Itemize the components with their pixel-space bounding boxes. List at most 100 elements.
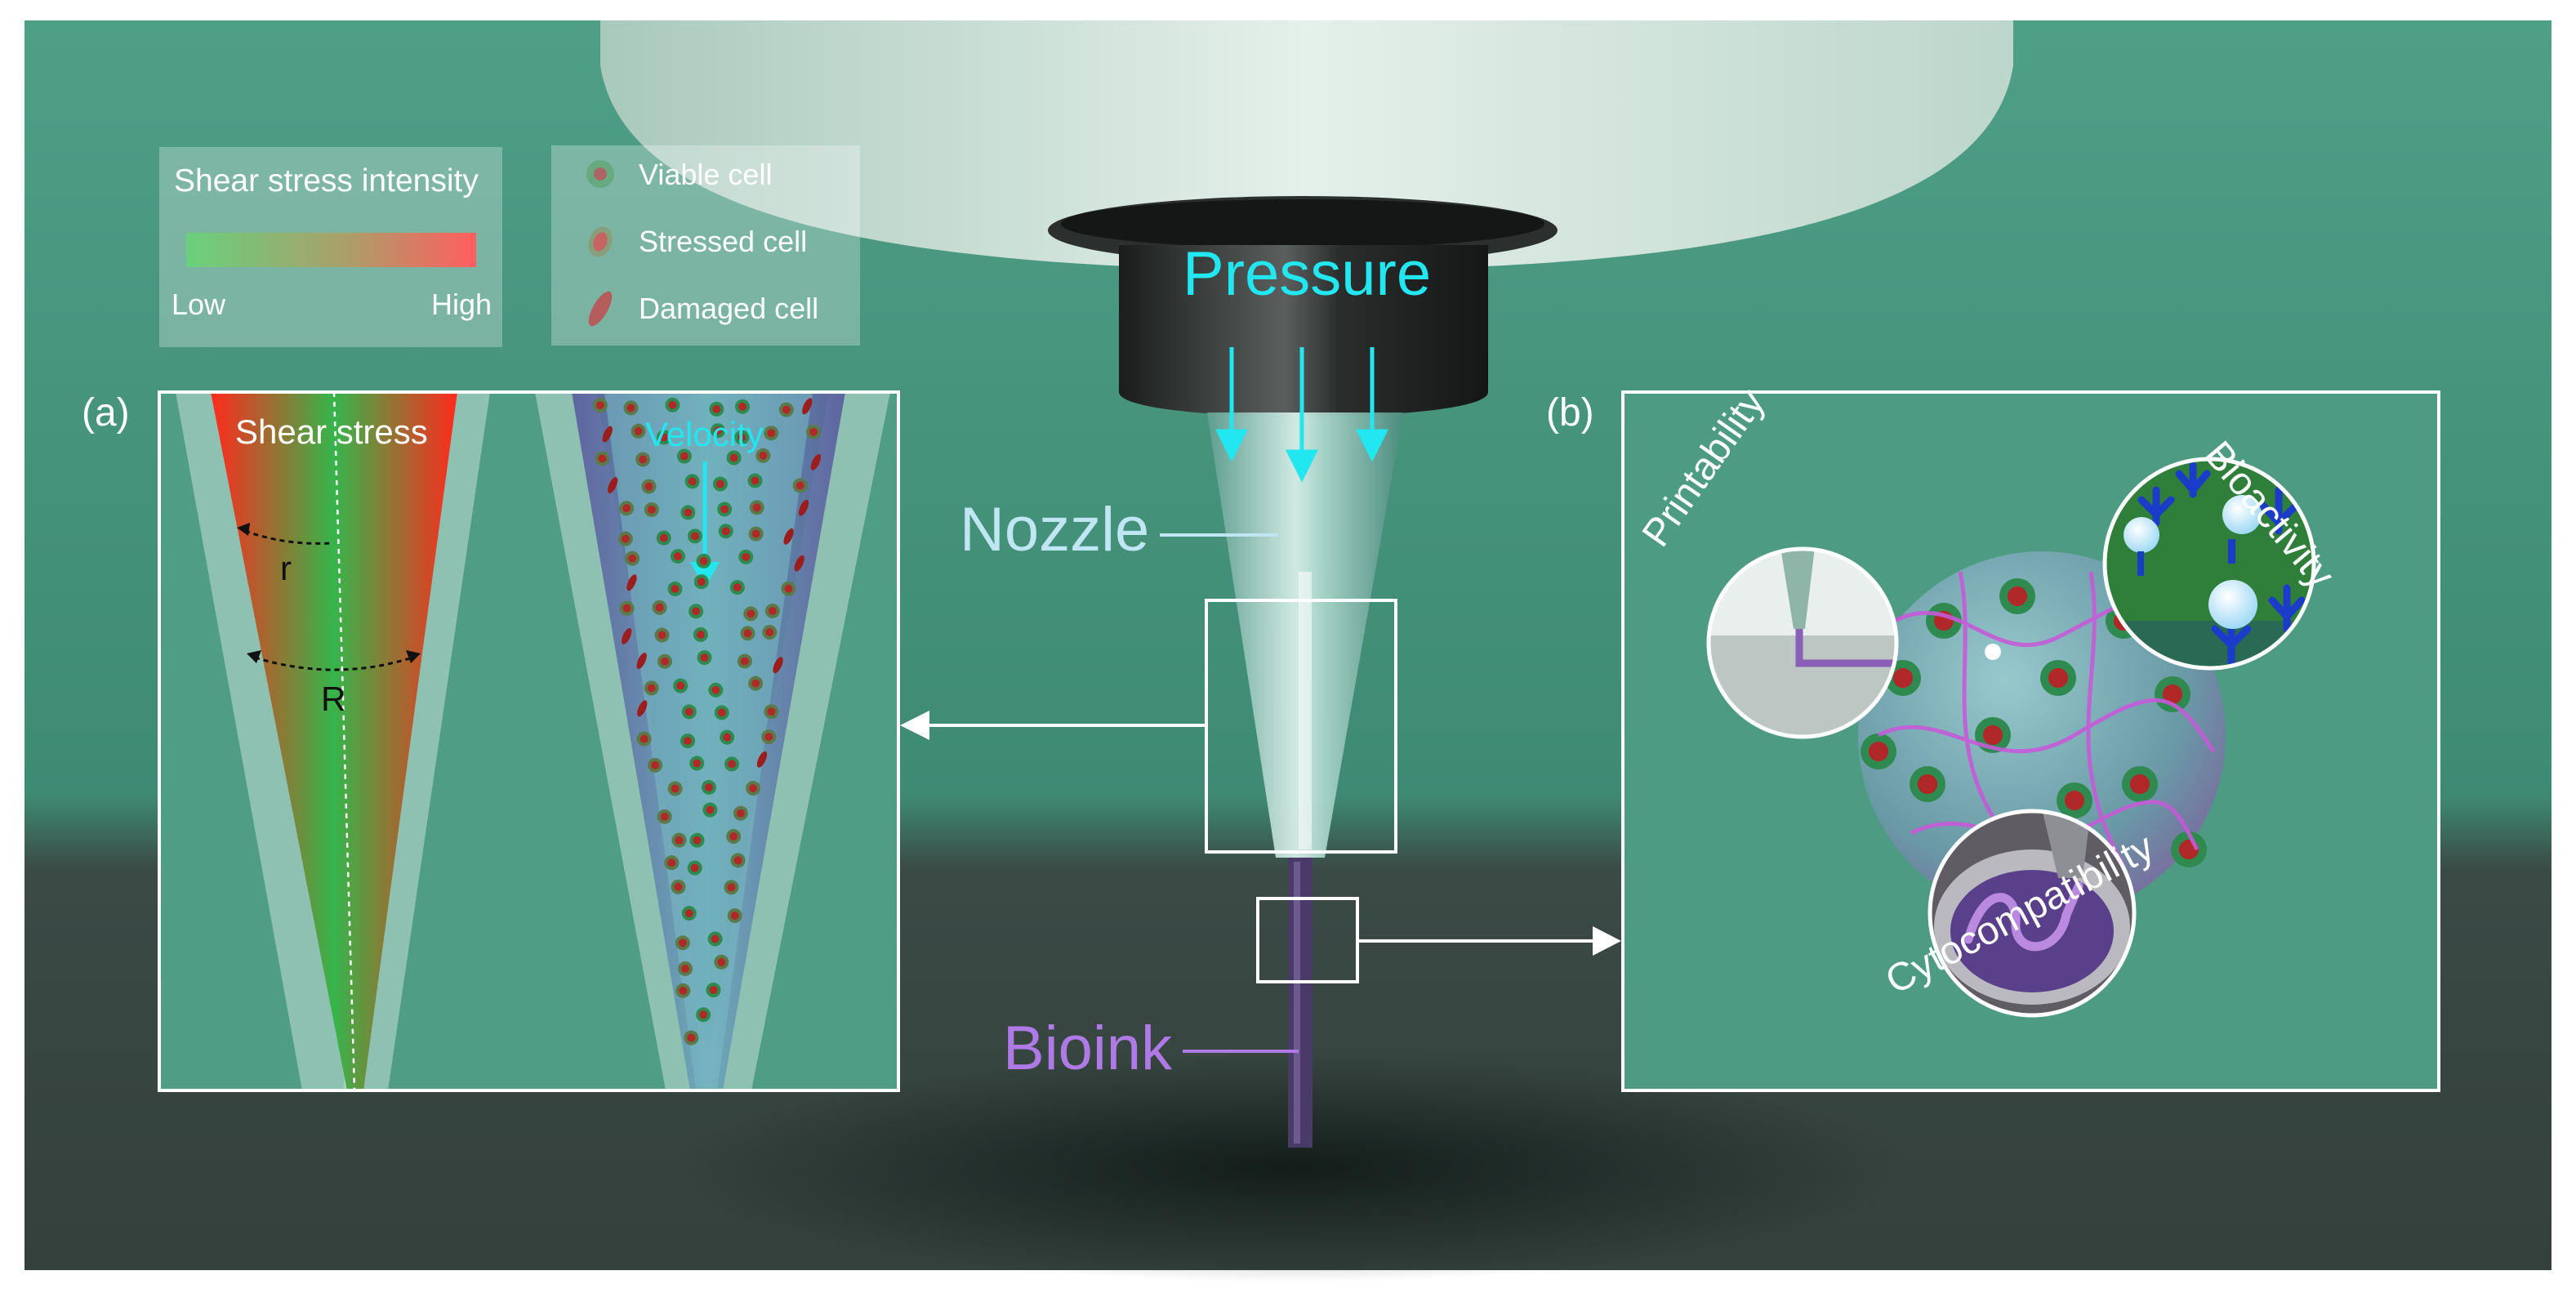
cell	[631, 423, 646, 439]
cell	[764, 603, 780, 618]
cell	[778, 402, 794, 417]
legend-viable-label: Viable cell	[639, 158, 773, 191]
nozzle-label: Nozzle	[960, 495, 1150, 564]
cell	[764, 704, 779, 720]
cell	[706, 983, 721, 998]
cell	[717, 502, 733, 517]
cell-state-legend	[551, 145, 860, 346]
cell	[726, 829, 742, 845]
cell	[689, 756, 705, 771]
cell	[709, 401, 724, 417]
panel-b-tag: (b)	[1546, 391, 1594, 435]
cell	[718, 524, 733, 539]
cell	[794, 555, 804, 572]
cell	[681, 906, 697, 921]
cell	[687, 860, 702, 876]
radius-r-label: r	[280, 549, 292, 587]
cell	[657, 809, 672, 824]
cell	[592, 398, 608, 413]
cell	[656, 430, 671, 445]
cell	[738, 549, 754, 564]
cell	[644, 502, 659, 517]
cell	[748, 526, 764, 542]
cell	[2057, 782, 2092, 818]
cell	[1999, 578, 2035, 614]
cell	[680, 733, 696, 749]
cell	[806, 424, 822, 439]
cell	[637, 700, 648, 717]
cell	[644, 680, 659, 696]
cell	[798, 499, 809, 516]
shear-legend-high-label: High	[431, 288, 492, 321]
arrowhead-panel-a	[900, 711, 929, 740]
cell	[619, 600, 635, 616]
cell	[680, 505, 696, 520]
cell	[708, 682, 724, 698]
cell	[1861, 733, 1896, 769]
cell	[724, 756, 740, 772]
cell	[675, 983, 691, 998]
cell	[707, 931, 723, 947]
cell	[657, 653, 672, 669]
cell	[802, 398, 813, 415]
cell	[689, 604, 704, 619]
cell	[747, 473, 763, 488]
radius-R-label: R	[321, 680, 346, 718]
cell	[749, 500, 764, 515]
cell	[617, 531, 633, 546]
cell	[652, 600, 667, 615]
cell	[648, 757, 663, 773]
cell	[667, 581, 683, 596]
panel-a-illustration	[159, 392, 898, 1090]
cell	[2040, 660, 2076, 696]
pressure-arrows	[1214, 347, 1389, 483]
viable-cell-icon	[586, 160, 614, 188]
cell	[737, 653, 752, 669]
cell	[636, 731, 652, 747]
cell	[687, 528, 702, 544]
cell	[730, 853, 746, 868]
cell	[740, 626, 755, 641]
panel-b-frame	[1621, 390, 2440, 1092]
cell	[748, 675, 764, 691]
cell	[746, 781, 761, 796]
cell	[667, 781, 683, 796]
cell	[2155, 676, 2190, 712]
cell	[726, 450, 742, 466]
cell	[693, 626, 708, 642]
cell	[619, 501, 635, 516]
cell	[676, 448, 692, 464]
cell	[626, 574, 637, 591]
cell	[792, 478, 808, 493]
cell	[656, 530, 671, 546]
cell	[764, 426, 779, 441]
cell	[697, 650, 712, 666]
cell	[701, 779, 716, 795]
cell	[729, 580, 745, 595]
cell	[664, 855, 680, 871]
cell	[678, 961, 693, 976]
nozzle-highlight	[1299, 572, 1312, 849]
shear-stress-legend	[159, 147, 502, 347]
cytocompatibility-inset	[1928, 809, 2137, 1018]
cell	[670, 549, 685, 564]
cell	[684, 1030, 699, 1046]
cell	[671, 879, 686, 894]
cell	[735, 399, 751, 414]
cell	[635, 452, 651, 467]
cell	[783, 528, 794, 545]
cell	[675, 935, 690, 951]
cell	[665, 397, 680, 412]
cell	[641, 479, 657, 494]
cell	[622, 627, 632, 644]
cell	[654, 627, 670, 643]
shear-legend-title: Shear stress intensity	[174, 163, 479, 198]
cell	[714, 954, 729, 970]
nozzle-cap	[1119, 245, 1488, 417]
cell	[702, 802, 718, 818]
cell	[671, 832, 687, 848]
cell	[762, 625, 778, 640]
cell	[689, 832, 705, 848]
cell	[684, 474, 700, 489]
arrowhead-panel-b	[1593, 926, 1621, 956]
